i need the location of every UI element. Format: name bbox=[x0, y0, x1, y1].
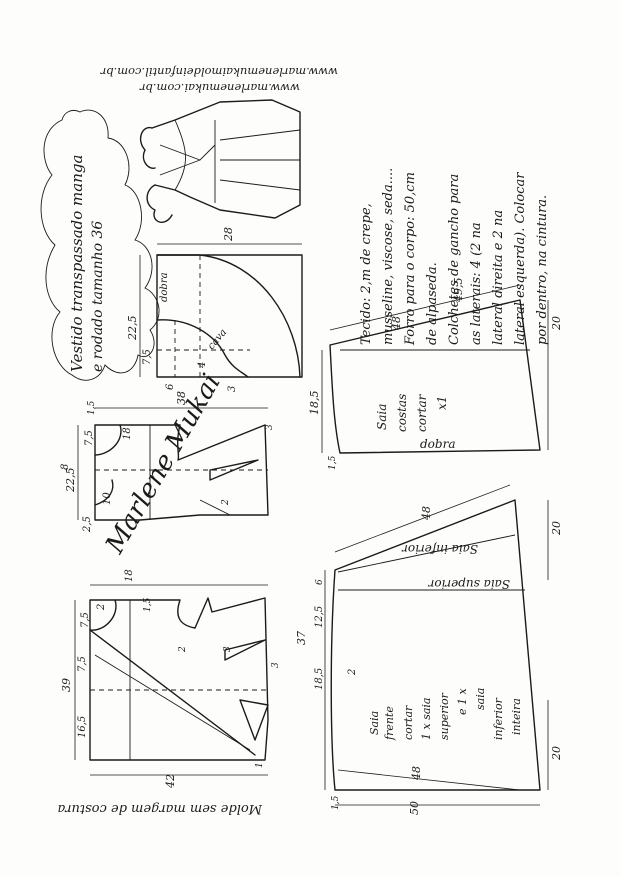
skirt-front-dim-f: 50 bbox=[408, 801, 421, 815]
front-dim-k: 3 bbox=[223, 646, 233, 652]
skirt-back-dim-small: 1,5 bbox=[328, 455, 338, 470]
sleeve-dim-left: 22,5 bbox=[126, 316, 139, 342]
front-dim-b: 7,5 bbox=[80, 612, 91, 628]
skirt-front-text-2: frente bbox=[383, 706, 396, 741]
back-dim-f: 2,5 bbox=[82, 516, 93, 533]
skirt-front-dim-r1: 20 bbox=[550, 521, 563, 536]
title-line-2: e rodado tamanho 36 bbox=[90, 221, 106, 372]
skirt-front-dim-c: 37 bbox=[295, 631, 308, 645]
skirt-front-dim-e: 2 bbox=[347, 669, 358, 676]
sleeve-dim-c: 4 bbox=[197, 362, 208, 369]
notes-line-7: lateral direita e 2 na bbox=[491, 210, 506, 345]
front-dim-g: 2 bbox=[178, 646, 188, 653]
sleeve-label-cava: cava bbox=[206, 327, 229, 352]
back-dim-a: 7,5 bbox=[84, 430, 95, 446]
skirt-back-name: Saia bbox=[375, 404, 389, 430]
skirt-front-upper: Saia superior bbox=[427, 577, 510, 591]
front-dim-i: 1,5 bbox=[143, 597, 153, 612]
title-cloud bbox=[40, 109, 160, 381]
skirt-front-text-9: inteira bbox=[510, 698, 523, 735]
skirt-back-cut: cortar bbox=[415, 393, 429, 432]
back-dim-d: 8 bbox=[60, 464, 71, 470]
skirt-front-dim-bottom: 48 bbox=[410, 766, 423, 781]
skirt-front-dim-b: 12,5 bbox=[314, 606, 325, 628]
notes-line-8: lateral esquerda). Colocar bbox=[513, 172, 528, 345]
back-dim-h: 2 bbox=[221, 499, 231, 506]
notes-line-6: as laterais: 4 (2 na bbox=[469, 222, 484, 345]
skirt-front-text-6: e 1 x bbox=[456, 687, 469, 715]
skirt-front-text-7: saia bbox=[474, 688, 487, 710]
skirt-front-dim-r2: 20 bbox=[550, 746, 563, 761]
notes-line-9: por dentro, na cintura. bbox=[535, 195, 550, 345]
skirt-front-text-8: inferior bbox=[492, 697, 505, 740]
front-dim-c: 39 bbox=[60, 678, 73, 692]
back-dim-e: 10 bbox=[102, 492, 113, 505]
skirt-front-dim-g: 1,5 bbox=[331, 795, 341, 810]
sleeve-dim-d: 3 bbox=[227, 386, 238, 392]
notes-line-3: Forro para o corpo: 50,cm bbox=[403, 172, 418, 346]
back-dim-top: 38 bbox=[175, 391, 188, 405]
notes-line-5: Colchetes de gancho para bbox=[447, 174, 462, 345]
skirt-back-sub: costas bbox=[395, 394, 409, 432]
skirt-front-dim-top: 48 bbox=[420, 506, 433, 521]
dress-sketch bbox=[139, 99, 301, 223]
skirt-front-lower: Saia inferior bbox=[401, 542, 478, 556]
skirt-front-dim-d: 18,5 bbox=[314, 668, 325, 690]
skirt-front-text-3: cortar bbox=[402, 705, 415, 740]
front-dim-f: 42 bbox=[164, 774, 177, 789]
skirt-back-dim-right: 20 bbox=[550, 316, 563, 331]
skirt-back-fold: dobra bbox=[420, 437, 455, 451]
skirt-back-dim-diag: 49,5 bbox=[452, 278, 465, 304]
back-bodice-pattern: 38 7,5 18 22,5 8 10 2,5 1,5 2 3 bbox=[60, 391, 275, 533]
skirt-front-dim-a: 6 bbox=[315, 579, 325, 585]
skirt-back-dim-top: 48 bbox=[390, 316, 403, 331]
back-dim-b: 18 bbox=[122, 427, 133, 440]
notes-line-4: de alpaseda. bbox=[425, 262, 440, 345]
sleeve-dim-a: 7,5 bbox=[142, 349, 153, 365]
back-dim-c: 22,5 bbox=[64, 468, 77, 494]
back-dim-g: 1,5 bbox=[87, 400, 97, 415]
skirt-back-pattern: 48 49,5 20 18,5 1,5 Saia costas cortar x… bbox=[308, 278, 563, 471]
notes-line-1: Tecido: 2,m de crepe, bbox=[359, 203, 374, 345]
skirt-front-text-4: 1 x saia bbox=[420, 698, 433, 740]
skirt-front-text-1: Saia bbox=[368, 711, 381, 735]
signature: Marlene Mukai bbox=[100, 369, 227, 559]
sleeve-pattern: 28 22,5 7,5 6 4 3 dobra cava bbox=[126, 227, 303, 392]
skirt-front-text-5: superior bbox=[438, 692, 451, 740]
front-dim-e: 16,5 bbox=[77, 716, 88, 738]
front-dim-top: 18 bbox=[124, 569, 135, 582]
footer-note: Molde sem margem de costura bbox=[57, 801, 263, 816]
front-bodice-pattern: 18 2 7,5 39 7,5 16,5 42 2 3 1,5 1 3 bbox=[60, 569, 281, 789]
url-line-1: www.marlenemukaimoldeinfantil.com.br bbox=[99, 65, 338, 79]
front-dim-a: 2 bbox=[96, 604, 107, 611]
skirt-back-dim-left: 18,5 bbox=[308, 391, 321, 416]
notes-block: Tecido: 2,m de crepe, musseline, viscose… bbox=[359, 168, 550, 346]
sleeve-dim-top: 28 bbox=[222, 227, 235, 242]
url-line-2: www.marlenemukai.com.br bbox=[138, 81, 300, 95]
front-dim-j: 1 bbox=[255, 762, 265, 768]
notes-line-2: musseline, viscose, seda.... bbox=[381, 168, 396, 345]
skirt-back-qty: x1 bbox=[435, 396, 449, 410]
sleeve-dim-b: 6 bbox=[165, 383, 176, 390]
front-dim-d: 7,5 bbox=[77, 656, 88, 672]
title-line-1: Vestido transpassado manga bbox=[68, 155, 86, 372]
skirt-front-pattern: Saia superior Saia inferior Saia frente … bbox=[295, 484, 563, 815]
front-dim-h: 3 bbox=[271, 662, 281, 668]
back-dim-i: 3 bbox=[265, 424, 275, 430]
sleeve-label-dobra: dobra bbox=[159, 272, 170, 302]
